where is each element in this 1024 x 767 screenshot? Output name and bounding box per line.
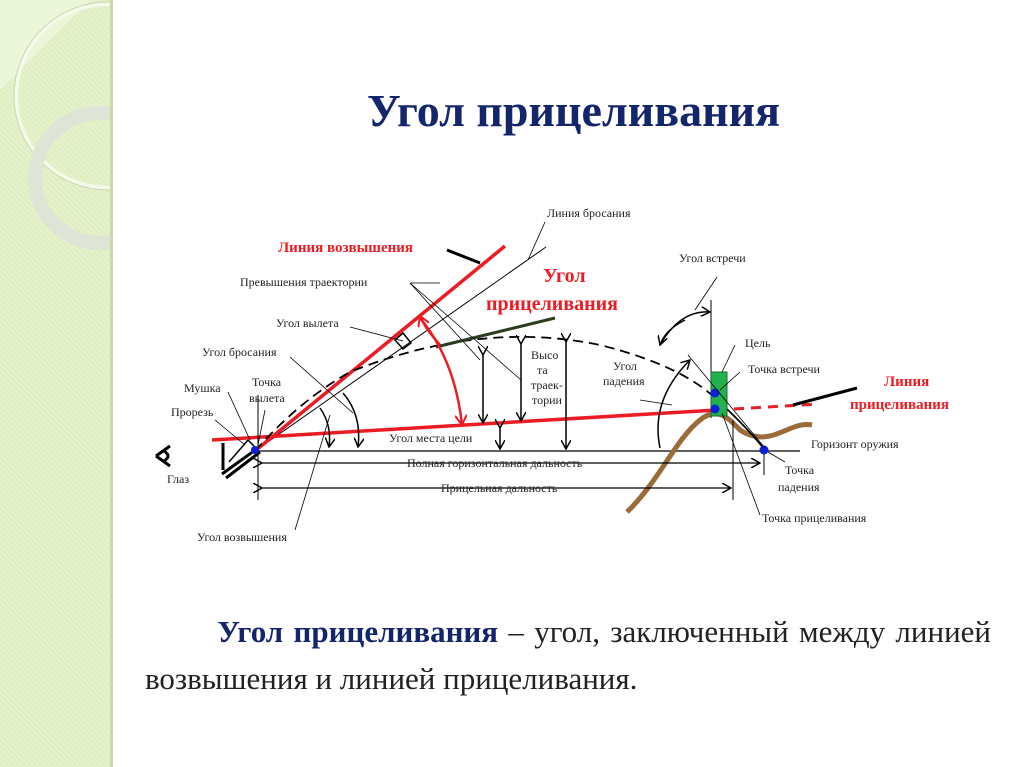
- trajectory-curve: [254, 336, 716, 452]
- weapon-horizon-label: Горизонт оружия: [811, 437, 899, 451]
- front-sight-label: Мушка: [184, 381, 221, 395]
- trajectory-height-label-2: та: [537, 363, 548, 377]
- throw-line-label: Линия бросания: [547, 206, 631, 220]
- aiming-point-label: Точка прицеливания: [762, 511, 867, 525]
- fall-point-label-2: падения: [778, 480, 820, 494]
- trajectory-height-label-1: Высо: [531, 348, 558, 362]
- eye-icon: [155, 444, 171, 468]
- trajectory-height-label-4: тории: [532, 393, 563, 407]
- aiming-line-extension: [716, 402, 819, 412]
- definition-paragraph: Угол прицеливания – угол, заключенный ме…: [145, 608, 991, 702]
- fall-angle-label-1: Угол: [613, 359, 637, 373]
- elevation-angle-label: Угол возвышения: [197, 530, 287, 544]
- definition-text: – угол, заключенный между линией возвыше…: [145, 614, 992, 696]
- full-horizontal-range-label: Полная горизонтальная дальность: [407, 456, 583, 470]
- aiming-angle-label-2: прицеливания: [486, 293, 618, 315]
- throw-line: [254, 246, 547, 452]
- aiming-angle-arc: [419, 317, 462, 425]
- departure-angle-label: Угол вылета: [276, 316, 339, 330]
- meeting-point-dot: [710, 388, 720, 398]
- meeting-point-label: Точка встречи: [748, 362, 821, 376]
- slide-title-text: Угол прицеливания: [367, 85, 780, 136]
- aiming-range-label: Прицельная дальность: [441, 481, 558, 495]
- aiming-point-dot: [710, 404, 720, 414]
- elevation-line: [253, 244, 507, 453]
- rear-sight-label: Прорезь: [171, 405, 214, 419]
- trajectory-height-label-3: траек-: [531, 378, 563, 392]
- aiming-line-label-2: прицеливания: [850, 397, 949, 413]
- fall-angle-label-2: падения: [603, 374, 645, 388]
- weapon-icon: [221, 439, 261, 480]
- aiming-line-label-1: Линия: [884, 374, 929, 390]
- elevation-line-label: Линия возвышения: [278, 240, 413, 256]
- definition-term: Угол прицеливания: [217, 614, 499, 649]
- eye-label: Глаз: [167, 472, 189, 486]
- departure-point-dot: [251, 446, 259, 454]
- aiming-angle-label-1: Угол: [543, 265, 586, 287]
- throw-angle-label: Угол бросания: [202, 345, 277, 359]
- target-site-angle-label: Угол места цели: [389, 431, 473, 445]
- departure-point-label-1: Точка: [252, 375, 282, 389]
- meeting-angle-label: Угол встречи: [679, 251, 746, 265]
- decorative-circles: [0, 0, 110, 250]
- target-label: Цель: [745, 336, 771, 350]
- departure-point-label-2: вылета: [249, 391, 285, 405]
- decorative-sidebar: [0, 0, 113, 767]
- fall-point-label-1: Точка: [785, 463, 815, 477]
- trajectory-excess-label: Превышения траектории: [240, 275, 368, 289]
- fall-point-dot: [759, 445, 769, 455]
